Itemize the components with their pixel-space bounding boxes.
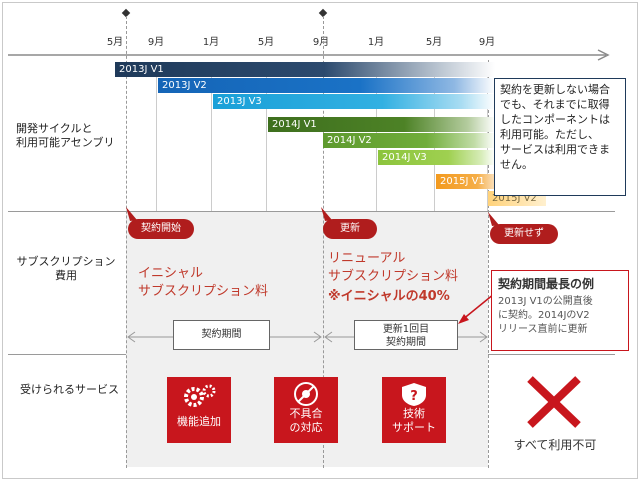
tick-label: 1月 [202, 37, 220, 48]
version-label: 2013J V1 [119, 64, 164, 75]
longest-contract-box: 契約期間最長の例 2013J V1の公開直後 に契約。2014JのV2 リリース… [491, 270, 629, 351]
tick-label: 9月 [312, 37, 330, 48]
bubble-label: 更新せず [504, 228, 544, 239]
svg-text:?: ? [410, 389, 418, 404]
callout-arrow-icon [458, 293, 495, 324]
month-gridline [266, 63, 267, 211]
renew-bubble: 更新 [323, 219, 377, 239]
renewed-period-box: 更新1回目 契約期間 [354, 320, 458, 350]
version-bar: 2013J V3 [213, 94, 495, 109]
initial-fee-text: イニシャル サブスクリプション料 [138, 266, 269, 299]
timeline-arrow [8, 49, 610, 61]
tick-label: 5月 [257, 37, 275, 48]
version-label: 2015J V2 [492, 193, 537, 204]
row-label-fee: サブスクリプション 費用 [16, 255, 116, 282]
version-label: 2014J V1 [272, 119, 317, 130]
bubble-label: 契約開始 [141, 223, 181, 234]
support-shield-icon: ? [402, 383, 426, 406]
service-feature-addition: 機能追加 [167, 377, 231, 443]
unavailable-x-icon [527, 376, 581, 428]
bug-fix-icon [294, 382, 318, 406]
service-label: 機能追加 [177, 415, 221, 428]
renewal-fee-ratio: ※イニシャルの40% [328, 289, 450, 304]
service-label: 不具合 の対応 [289, 407, 323, 434]
row-label-services: 受けられるサービス [20, 383, 119, 396]
tick-label: 5月 [106, 37, 124, 48]
version-bar: 2015J V1 [436, 174, 495, 189]
version-bar: 2013J V1 [115, 62, 495, 77]
bubble-pointer-icon [126, 207, 137, 221]
contract-end-line [488, 60, 490, 468]
unavailable-label: すべて利用不可 [513, 438, 597, 452]
tick-label: 9月 [147, 37, 165, 48]
non-renewal-note: 契約を更新しない場合 でも、それまでに取得 したコンポーネントは 利用可能。ただ… [494, 78, 626, 196]
version-label: 2015J V1 [440, 176, 485, 187]
version-bar: 2014J V3 [378, 150, 495, 165]
renewal-fee-text: リニューアル サブスクリプション料 [328, 251, 459, 284]
contract-renew-line [323, 16, 325, 468]
service-tech-support: ? 技術 サポート [382, 377, 446, 443]
bubble-pointer-icon [488, 212, 499, 226]
no-renew-bubble: 更新せず [490, 224, 558, 244]
version-bar: 2014J V1 [268, 117, 495, 132]
version-bar: 2014J V2 [323, 133, 495, 148]
bubble-pointer-icon [321, 207, 332, 221]
version-label: 2013J V2 [162, 80, 207, 91]
service-label: 技術 サポート [392, 407, 436, 434]
version-bar: 2013J V2 [158, 78, 495, 93]
contract-start-line [126, 16, 128, 468]
tick-label: 9月 [478, 37, 496, 48]
contract-start-bubble: 契約開始 [128, 219, 194, 239]
version-label: 2014J V2 [327, 135, 372, 146]
first-period-box: 契約期間 [173, 320, 270, 350]
tick-label: 1月 [367, 37, 385, 48]
longest-contract-title: 契約期間最長の例 [498, 277, 595, 291]
month-gridline [156, 63, 157, 211]
tick-label: 5月 [425, 37, 443, 48]
gears-icon [184, 384, 216, 407]
month-gridline [211, 63, 212, 211]
service-bug-fix: 不具合 の対応 [274, 377, 338, 443]
bubble-label: 更新 [340, 223, 360, 234]
row-divider [8, 211, 615, 212]
version-label: 2013J V3 [217, 96, 262, 107]
longest-contract-body: 2013J V1の公開直後 に契約。2014JのV2 リリース直前に更新 [498, 296, 593, 335]
version-label: 2014J V3 [382, 152, 427, 163]
row-label-dev-cycle: 開発サイクルと 利用可能アセンブリ [16, 122, 115, 149]
